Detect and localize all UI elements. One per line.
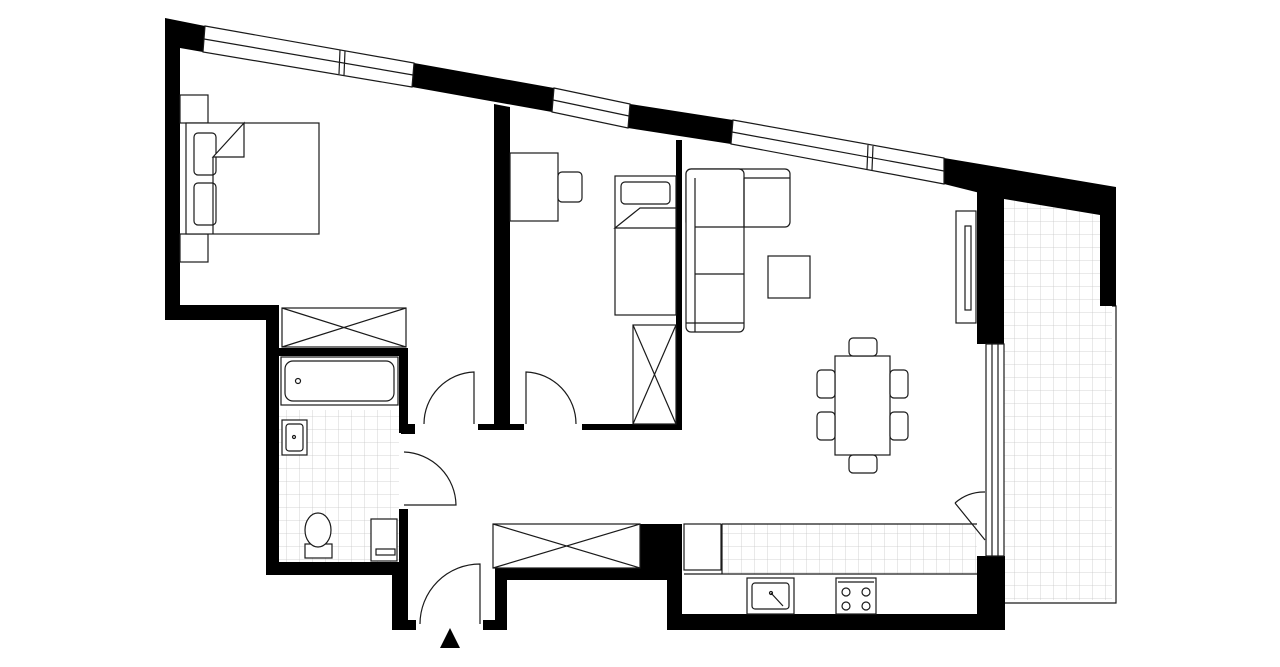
bathroom [280,356,399,562]
office-door [525,371,577,425]
office-chair [557,171,583,203]
desk [509,152,559,222]
chair [848,454,878,474]
single-bed-blanket-fold [613,207,677,229]
kitchen [683,523,977,615]
fridge [683,523,722,571]
bedroom [179,94,320,263]
windows [202,25,1005,557]
cooktop [835,577,877,615]
dining-table [834,355,891,456]
toilet [304,512,333,559]
kitchen-sink [746,577,795,615]
bathtub [280,356,399,406]
nightstand-bottom [179,233,209,263]
balcony-door [954,491,986,541]
chair [848,337,878,357]
single-bed-pillow [620,181,671,205]
chair [816,411,836,441]
chair [816,369,836,399]
chair [889,411,909,441]
tv-cabinet [955,210,977,324]
washing-machine [370,518,398,562]
balcony [1004,199,1117,604]
nightstand-top [179,94,209,124]
sink [281,419,308,456]
bathroom-door [403,451,457,506]
entrance-door [419,563,481,625]
hallway-wardrobe [492,523,641,569]
doors [403,371,986,625]
office [509,152,677,425]
corner-sofa [685,168,791,333]
pillow-bottom [193,182,217,226]
living-room [685,168,977,474]
walls [165,18,1116,630]
coffee-table [767,255,811,299]
dining-set [816,337,909,474]
kitchen-counter-tiles [722,524,977,574]
bed-blanket-fold [211,121,245,158]
triangle-up-icon [440,628,460,648]
bedroom-door [423,371,475,425]
wardrobe-bedroom [281,307,407,348]
chair [889,369,909,399]
